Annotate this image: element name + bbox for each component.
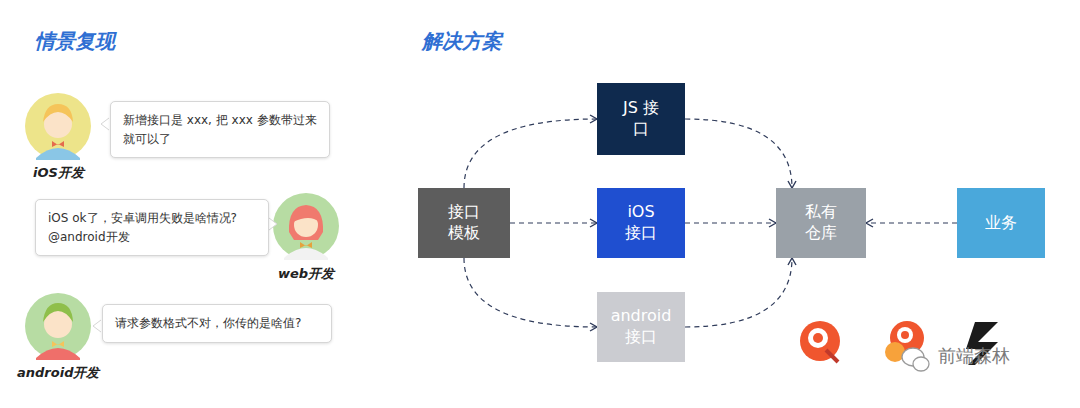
bubble-tail: [269, 218, 277, 230]
dashed-arrow: [866, 222, 957, 223]
watermark: 前端森林: [938, 344, 1010, 368]
dashed-arrow: [685, 222, 776, 223]
repo-box: 私有仓库: [776, 188, 866, 258]
dashed-arrow: [685, 258, 792, 327]
text-stack: 请求参数格式不对，你传的是啥值?: [115, 314, 301, 333]
dashed-arrow: [464, 119, 597, 188]
text-stack: 接口模板: [447, 202, 481, 244]
box-label: JS 接口: [619, 98, 663, 140]
dashed-arrow: [685, 119, 792, 188]
text-stack: JS 接口: [619, 98, 663, 140]
chat-message: 请求参数格式不对，你传的是啥值?: [115, 314, 301, 333]
speech-bubble: iOS ok了，安卓调用失败是啥情况? @android开发: [35, 199, 269, 256]
text-stack: 业务: [971, 213, 1031, 234]
text-stack: iOS ok了，安卓调用失败是啥情况? @android开发: [48, 209, 256, 246]
box-label: iOS 接口: [619, 202, 663, 244]
interface-box: JS 接口: [597, 83, 685, 155]
bubble-tail: [93, 320, 101, 332]
box-label: android 接口: [610, 306, 672, 348]
bubble-tail: [101, 118, 109, 130]
text-stack: 私有仓库: [804, 202, 838, 244]
box-label: 私有仓库: [804, 202, 838, 244]
dashed-arrow: [510, 222, 597, 223]
text-stack: iOS 接口: [619, 202, 663, 244]
chat-message: iOS ok了，安卓调用失败是啥情况? @android开发: [48, 209, 256, 246]
speech-bubble: 新增接口是 xxx, 把 xxx 参数带过来就可以了: [110, 101, 330, 158]
text-stack: android 接口: [610, 306, 672, 348]
business-box: 业务: [957, 188, 1045, 258]
speech-bubble: 请求参数格式不对，你传的是啥值?: [102, 304, 332, 343]
logo: [800, 321, 840, 362]
dashed-arrow: [464, 258, 597, 327]
template-box: 接口模板: [418, 188, 510, 258]
chat-message: 新增接口是 xxx, 把 xxx 参数带过来就可以了: [123, 111, 317, 148]
persona-name: web开发: [278, 265, 334, 283]
text-stack: 新增接口是 xxx, 把 xxx 参数带过来就可以了: [123, 111, 317, 148]
avatar: [25, 93, 91, 160]
section-heading: 解决方案: [422, 28, 502, 55]
box-label: 业务: [971, 213, 1031, 234]
persona-name: iOS开发: [33, 164, 84, 182]
avatar: [273, 193, 339, 260]
wechat-icon: [902, 348, 929, 371]
avatar: [25, 293, 91, 360]
persona-name: android开发: [17, 364, 99, 382]
interface-box: android 接口: [597, 292, 685, 362]
section-heading: 情景复现: [35, 28, 115, 55]
box-label: 接口模板: [447, 202, 481, 244]
interface-box: iOS 接口: [597, 188, 685, 258]
